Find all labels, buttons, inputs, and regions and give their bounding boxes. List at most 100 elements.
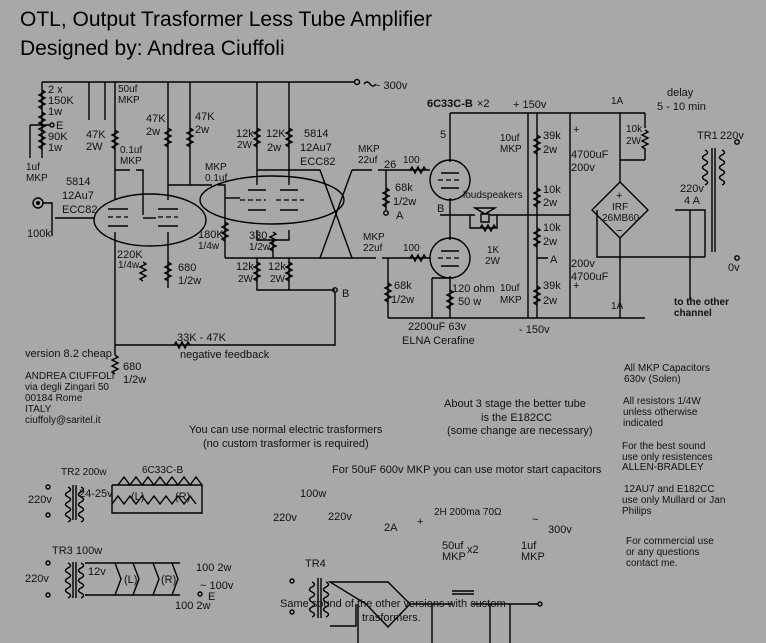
c4700-bottom-label: 4700uF: [571, 271, 609, 283]
transformer-coil: [64, 562, 72, 599]
resistor-symbol: [110, 354, 120, 375]
notes: All MKP Capacitors 630v (Solen) All resi…: [189, 363, 725, 624]
r39k-top-label: 39k: [543, 130, 561, 142]
r47k-a-label: 47K: [86, 129, 106, 141]
r120-label: 50 w: [458, 296, 481, 308]
tr4-c1uf-label: MKP: [521, 551, 545, 563]
tr2-left-label: (L): [131, 491, 144, 503]
transformer-coil: [701, 149, 709, 186]
r10k-a-label: 10k: [543, 184, 561, 196]
r10k-b-label: 10k: [543, 222, 561, 234]
other-channel-label: channel: [674, 308, 712, 319]
tr4-out-label: 300v: [548, 524, 572, 536]
tr3-e-label: E: [208, 591, 215, 603]
note-same-sound: Same sound of the other versions with cu…: [280, 598, 506, 610]
resistor-symbol: [252, 261, 262, 282]
resistor-symbol: [532, 227, 542, 248]
tr4-x2-label: x2: [467, 544, 479, 556]
resistor-symbol: [185, 127, 195, 148]
resistor-symbol: [284, 261, 294, 282]
tube1-label: 5814: [66, 176, 90, 188]
resistors: [37, 89, 650, 375]
note-normal-trafo: You can use normal electric trasformers: [189, 424, 383, 436]
r47k-c-label: 47K: [195, 111, 215, 123]
driver-stage-labels: 12k 2W 12K 2w 5814 12Au7 ECC82 330 1/2w …: [236, 128, 349, 300]
bridge-plus: +: [616, 190, 622, 202]
fuse-bottom-label: 1A: [611, 301, 624, 312]
tr4-hv-supply: 100w 220v 220v 2A + 2H 200ma 70Ω ~ 300v …: [273, 488, 572, 570]
resistor-symbol: [640, 129, 650, 150]
r180k-label: 180K: [198, 229, 224, 241]
r150k-label: 2 x: [48, 84, 63, 96]
note-resistors: unless otherwise: [623, 407, 698, 418]
r12k-d-label: 12k: [268, 261, 286, 273]
r680-fb-label: 1/2w: [123, 374, 146, 386]
resistor-symbol: [381, 187, 391, 208]
power-supply-labels: + 150v - 150v 10uf MKP 39k 2w + 4700uF 2…: [500, 87, 744, 336]
note-resistors: indicated: [623, 418, 663, 429]
c4700-bottom-label: 200v: [571, 258, 595, 270]
r47k-b-label: 47K: [146, 113, 166, 125]
r47k-c-label: 2w: [195, 124, 209, 136]
resistor-symbol: [532, 134, 542, 155]
r10k-a-label: 2w: [543, 197, 557, 209]
r180k-label: 1/4w: [198, 241, 220, 252]
resistor-symbol: [163, 261, 173, 282]
c1uf-label: 1uf: [26, 162, 40, 173]
plus-sign: +: [573, 124, 579, 136]
note-best-sound: For the best sound: [622, 441, 705, 452]
tr2-primary-label: 220v: [28, 494, 52, 506]
tr2-right-label: (R): [175, 491, 190, 503]
transformer-coil: [718, 149, 726, 186]
tr4-tilde: ~: [532, 514, 538, 526]
r680-fb-label: 680: [123, 361, 141, 373]
tube1-label: 12Au7: [62, 190, 94, 202]
resistor-symbol: [220, 221, 230, 242]
tr3-r-top-label: 100 2w: [196, 562, 232, 574]
r47k-b-label: 2w: [146, 126, 160, 138]
plus-sign: +: [573, 280, 579, 292]
r150k-label: 1w: [48, 106, 62, 118]
node-b-label: B: [342, 288, 349, 300]
c22uf-bottom-label: 22uf: [363, 243, 383, 254]
tr1-secondary-label: 4 A: [684, 195, 701, 207]
address-line: ANDREA CIUFFOLI: [25, 371, 114, 382]
tr4-plus: +: [417, 516, 423, 528]
resistor-symbol: [284, 127, 294, 148]
tr2-tube-label: 6C33C-B: [142, 465, 183, 476]
plus-150v-label: + 150v: [513, 99, 547, 111]
resistor-symbol: [409, 165, 427, 175]
c22uf-top-label: MKP: [358, 144, 380, 155]
r10k-delay-label: 10k: [626, 124, 643, 135]
r90k-label: 1w: [48, 142, 62, 154]
tube2-label: 5814: [304, 128, 328, 140]
r10k-b-label: 2w: [543, 236, 557, 248]
resistor-symbol: [37, 111, 47, 132]
resistor-symbol: [163, 127, 173, 148]
c10uf-top-label: MKP: [500, 144, 522, 155]
node-a-label: A: [396, 210, 404, 222]
r90k-label: 90K: [48, 131, 68, 143]
feedback-resistor-label: 33K - 47K: [177, 332, 227, 344]
address-line: 00184 Rome: [25, 393, 83, 404]
title-line-1: OTL, Output Trasformer Less Tube Amplifi…: [20, 8, 432, 31]
address-line: via degli Zingari 50: [25, 382, 109, 393]
r330-label: 1/2w: [249, 242, 271, 253]
note-mkp: 630v (Solen): [624, 374, 681, 385]
r68k-top-label: 68k: [395, 182, 413, 194]
supply-300v-label: ~ 300v: [374, 80, 408, 92]
note-normal-trafo: (no custom trasformer is required): [203, 438, 369, 450]
r1k-label: 1K: [487, 245, 500, 256]
negative-feedback-label: negative feedback: [180, 349, 270, 361]
coils: [64, 149, 726, 618]
email-link[interactable]: ciuffoly@saritel.it: [25, 415, 101, 426]
c01uf-a-label: MKP: [120, 156, 142, 167]
node-b-label: B: [437, 203, 444, 215]
tr3-left-label: (L): [124, 574, 137, 586]
tr1-primary-label: 220v: [720, 130, 744, 142]
delay-label: delay: [667, 87, 694, 99]
r47k-a-label: 2W: [86, 141, 103, 153]
resistor-symbol: [383, 282, 393, 303]
